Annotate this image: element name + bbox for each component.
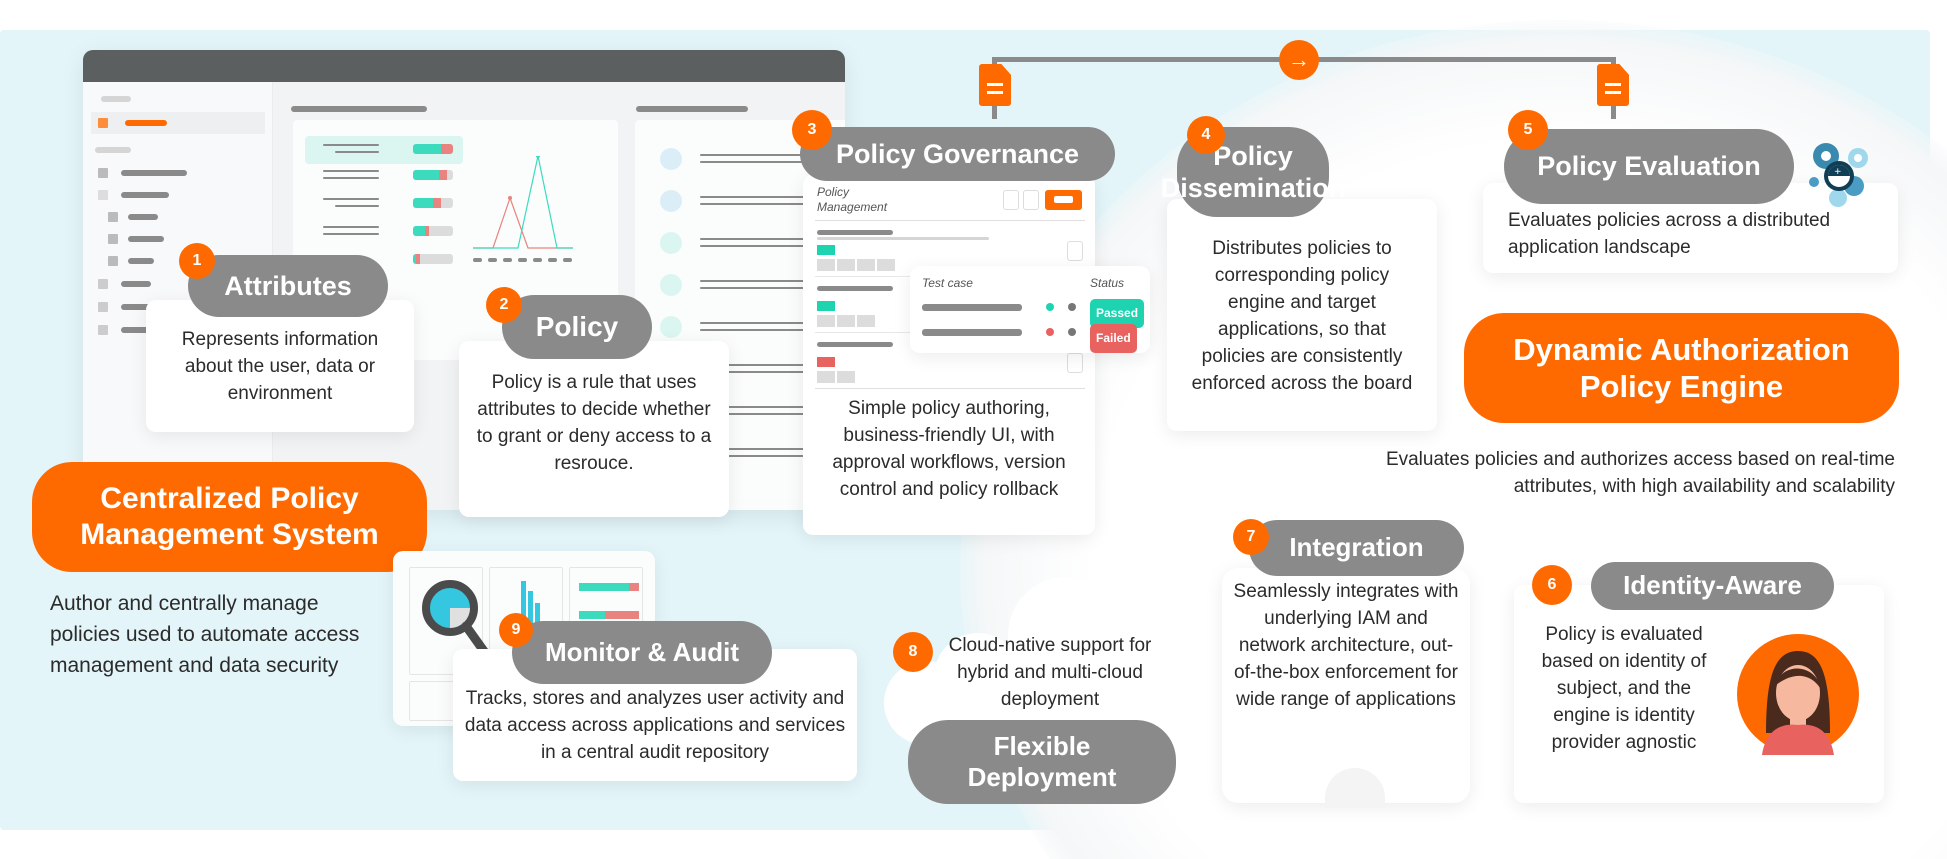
integration-description: Seamlessly integrates with underlying IA… xyxy=(1233,581,1459,710)
engine-title-pill: Dynamic Authorization Policy Engine xyxy=(1464,313,1899,423)
status-label: Status xyxy=(1090,276,1125,290)
step-number-2: 2 xyxy=(486,287,522,323)
step-number-6: 6 xyxy=(1532,565,1572,605)
monitor-audit-title: Monitor & Audit xyxy=(545,636,739,667)
main-description: Author and centrally manage policies use… xyxy=(50,592,360,677)
policy-card: Policy is a rule that uses attributes to… xyxy=(459,341,729,517)
monitor-audit-pill: Monitor & Audit xyxy=(512,621,772,684)
policy-governance-card: Policy Management Simple policy authorin… xyxy=(803,175,1095,535)
integration-card: Seamlessly integrates with underlying IA… xyxy=(1222,568,1470,803)
policy-governance-pill: Policy Governance xyxy=(800,127,1115,181)
step-number-7: 7 xyxy=(1233,519,1269,555)
step-number-3: 3 xyxy=(792,110,832,150)
step-number-4: 4 xyxy=(1187,116,1225,154)
integration-pill: Integration xyxy=(1249,520,1464,576)
test-case-popup: Test case Status Passed Failed xyxy=(910,266,1150,353)
identity-aware-card: Policy is evaluated based on identity of… xyxy=(1514,585,1884,803)
engine-description: Evaluates policies and authorizes access… xyxy=(1385,449,1895,497)
policy-dissemination-card: Distributes policies to corresponding po… xyxy=(1167,199,1437,431)
svg-text:+: + xyxy=(1834,167,1842,177)
policy-dissemination-title: Policy Dissemination xyxy=(1160,140,1346,203)
main-title: Centralized Policy Management System xyxy=(80,482,379,551)
document-icon xyxy=(1597,64,1629,106)
new-policy-button xyxy=(1045,190,1082,210)
test-case-label: Test case xyxy=(922,276,973,290)
attributes-pill: Attributes xyxy=(188,255,388,317)
flexible-deployment-title: Flexible Deployment xyxy=(967,730,1117,792)
status-badge-failed: Failed xyxy=(1090,324,1137,353)
main-title-pill: Centralized Policy Management System xyxy=(32,462,427,572)
status-badge-passed: Passed xyxy=(1090,299,1145,328)
arrow-right-icon: → xyxy=(1279,40,1319,80)
policy-evaluation-title: Policy Evaluation xyxy=(1537,151,1761,182)
user-avatar-icon xyxy=(1737,634,1859,755)
line-chart-illustration xyxy=(473,156,573,262)
policy-dissemination-description: Distributes policies to corresponding po… xyxy=(1191,238,1413,394)
identity-aware-pill: Identity-Aware xyxy=(1591,562,1834,610)
integration-title: Integration xyxy=(1289,532,1424,563)
attributes-card: Represents information about the user, d… xyxy=(146,300,414,432)
identity-aware-description: Policy is evaluated based on identity of… xyxy=(1541,624,1707,753)
gears-icon: + xyxy=(1809,143,1868,207)
step-number-1: 1 xyxy=(179,243,215,279)
policy-governance-description: Simple policy authoring, business-friend… xyxy=(832,398,1066,500)
puzzle-notch xyxy=(1325,768,1385,808)
policy-pill: Policy xyxy=(502,295,652,359)
identity-aware-title: Identity-Aware xyxy=(1623,570,1802,601)
policy-management-label: Policy Management xyxy=(817,185,888,214)
attributes-title: Attributes xyxy=(224,270,352,301)
flexible-deployment-pill: Flexible Deployment xyxy=(908,720,1176,804)
flexible-deployment-description: Cloud-native support for hybrid and mult… xyxy=(948,635,1152,710)
attributes-description: Represents information about the user, d… xyxy=(181,329,379,404)
policy-evaluation-pill: Policy Evaluation xyxy=(1504,129,1794,204)
step-number-8: 8 xyxy=(893,632,933,672)
policy-description: Policy is a rule that uses attributes to… xyxy=(476,372,712,474)
window-titlebar xyxy=(83,50,845,82)
engine-title: Dynamic Authorization Policy Engine xyxy=(1513,331,1850,404)
policy-title: Policy xyxy=(535,311,619,343)
step-number-9: 9 xyxy=(499,613,533,647)
monitor-audit-description: Tracks, stores and analyzes user activit… xyxy=(464,688,846,763)
step-number-5: 5 xyxy=(1508,110,1548,150)
policy-evaluation-description: Evaluates policies across a distributed … xyxy=(1508,210,1831,258)
policy-governance-title: Policy Governance xyxy=(835,138,1080,169)
document-icon xyxy=(979,64,1011,106)
